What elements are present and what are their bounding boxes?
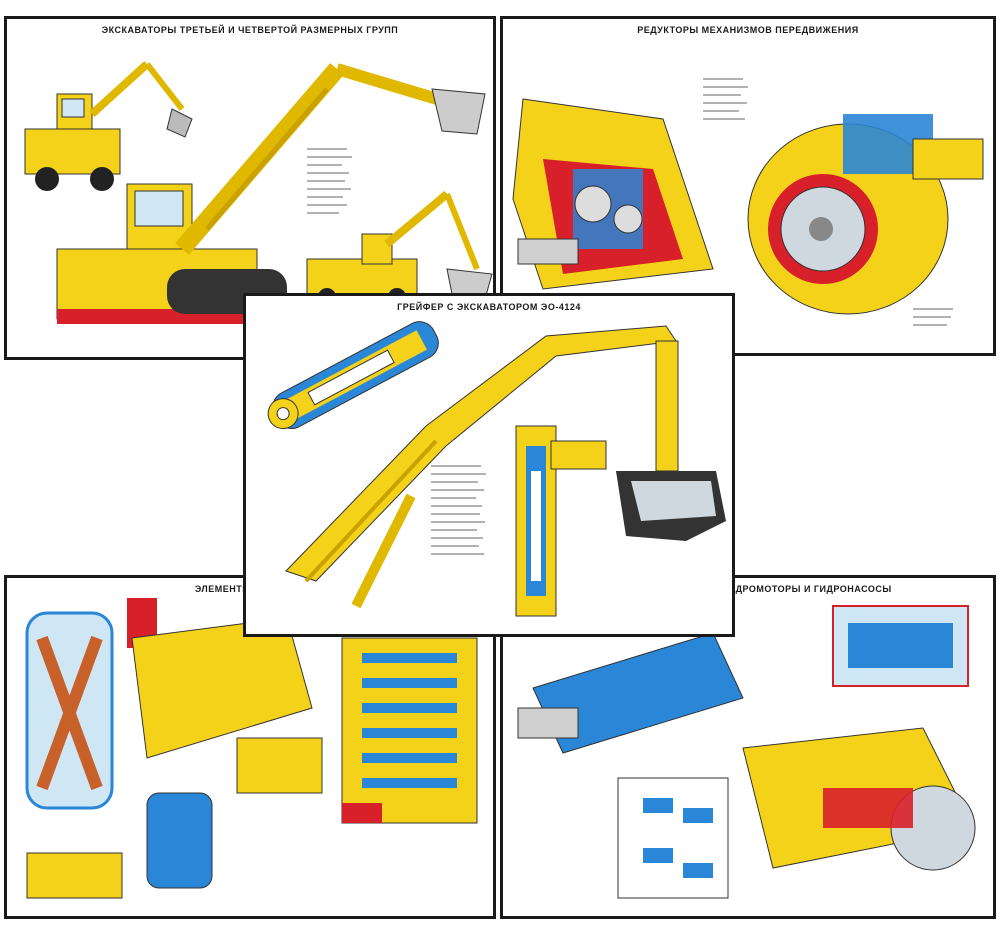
gearboxes-illustration (512, 78, 984, 326)
poster-title: ЭКСКАВАТОРЫ ТРЕТЬЕЙ И ЧЕТВЕРТОЙ РАЗМЕРНЫ… (101, 25, 399, 35)
poster-gearboxes: РЕДУКТОРЫ МЕХАНИЗМОВ ПЕРЕДВИЖЕНИЯ (500, 16, 996, 356)
grab-excavator-illustration (267, 321, 726, 617)
poster-grab-excavator: ГРЕЙФЕР С ЭКСКАВАТОРОМ ЭО-4124 (243, 293, 735, 637)
poster-title: ГРЕЙФЕР С ЭКСКАВАТОРОМ ЭО-4124 (397, 302, 581, 312)
hydraulic-motors-illustration (517, 605, 976, 899)
system-elements-illustration (25, 598, 478, 899)
poster-hydraulic-motors: ГИДРОМОТОРЫ И ГИДРОНАСОСЫ (500, 575, 996, 919)
poster-title: ГИДРОМОТОРЫ И ГИДРОНАСОСЫ (723, 584, 892, 594)
excavators-illustration (24, 61, 493, 324)
poster-title: РЕДУКТОРЫ МЕХАНИЗМОВ ПЕРЕДВИЖЕНИЯ (637, 25, 859, 35)
